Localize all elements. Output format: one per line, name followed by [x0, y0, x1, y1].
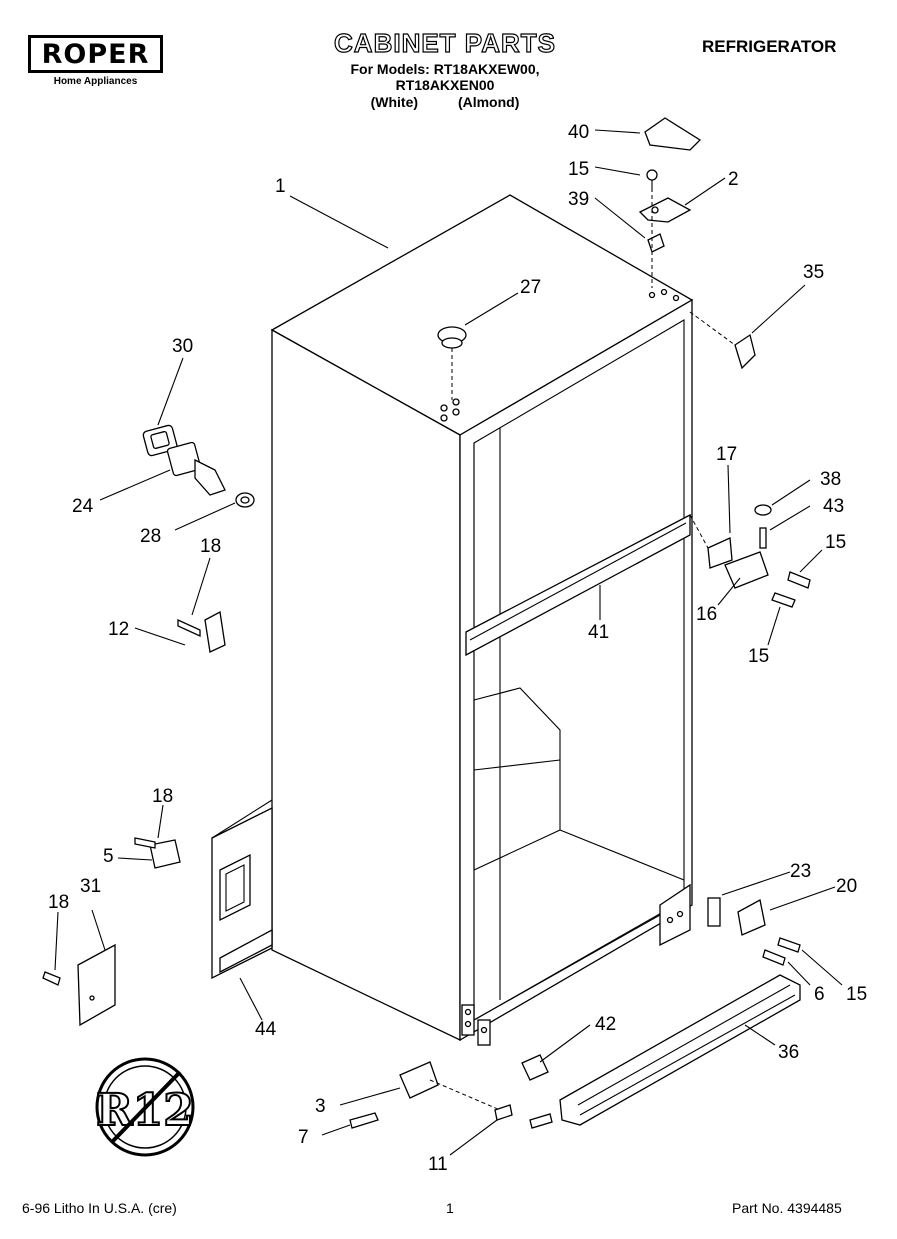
label-17: 17	[716, 444, 737, 465]
label-28: 28	[140, 526, 161, 547]
label-40: 40	[568, 122, 589, 143]
brand-subtitle: Home Appliances	[53, 76, 138, 87]
cabinet-body	[211, 194, 694, 1046]
label-5: 5	[103, 846, 114, 867]
label-27: 27	[520, 277, 541, 298]
leader-lines	[54, 129, 843, 1156]
label-36: 36	[778, 1042, 799, 1063]
label-2: 2	[728, 169, 739, 190]
label-35: 35	[803, 262, 824, 283]
category-label: REFRIGERATOR	[702, 37, 837, 56]
footer-page-number: 1	[446, 1200, 454, 1216]
label-18-lower: 18	[48, 892, 69, 913]
label-18-upper: 18	[200, 536, 221, 557]
label-7: 7	[298, 1127, 309, 1148]
label-41: 41	[588, 622, 609, 643]
label-15-top: 15	[568, 159, 589, 180]
small-parts	[42, 117, 811, 1129]
footer-print-info: 6-96 Litho In U.S.A. (cre)	[22, 1200, 177, 1216]
label-23: 23	[790, 861, 811, 882]
variant-almond: (Almond)	[457, 94, 520, 110]
label-15-hinge: 15	[825, 532, 846, 553]
label-24: 24	[72, 496, 94, 517]
label-42: 42	[595, 1014, 616, 1035]
label-30: 30	[172, 336, 193, 357]
title-block: CABINET PARTS For Models: RT18AKXEW00, R…	[300, 27, 590, 110]
label-15-lower: 15	[748, 646, 769, 667]
r12-text: R12	[96, 1085, 194, 1136]
label-11: 11	[428, 1154, 448, 1175]
models-line: For Models: RT18AKXEW00, RT18AKXEN00	[350, 61, 540, 93]
part-labels: 1 40 15 2 39 35 27 30 24 28 18 12 17 38 …	[48, 122, 867, 1175]
label-44: 44	[255, 1019, 277, 1040]
label-16: 16	[696, 604, 717, 625]
label-18-middle: 18	[152, 786, 173, 807]
r12-prohibited-badge: R12	[95, 1057, 195, 1157]
page-title: CABINET PARTS	[333, 27, 556, 58]
label-38: 38	[820, 469, 841, 490]
label-6: 6	[814, 984, 825, 1005]
footer-part-number: Part No. 4394485	[732, 1200, 842, 1216]
variant-white: (White)	[370, 94, 419, 110]
label-43: 43	[823, 496, 844, 517]
label-15-bottom: 15	[846, 984, 867, 1005]
label-39: 39	[568, 189, 589, 210]
label-20: 20	[836, 876, 857, 897]
label-3: 3	[315, 1096, 326, 1117]
label-1: 1	[275, 176, 286, 197]
label-12: 12	[108, 619, 129, 640]
color-variants: (White) (Almond)	[300, 94, 590, 110]
label-31: 31	[80, 876, 101, 897]
roper-logo: ROPER Home Appliances	[28, 35, 163, 87]
brand-name: ROPER	[28, 35, 163, 73]
